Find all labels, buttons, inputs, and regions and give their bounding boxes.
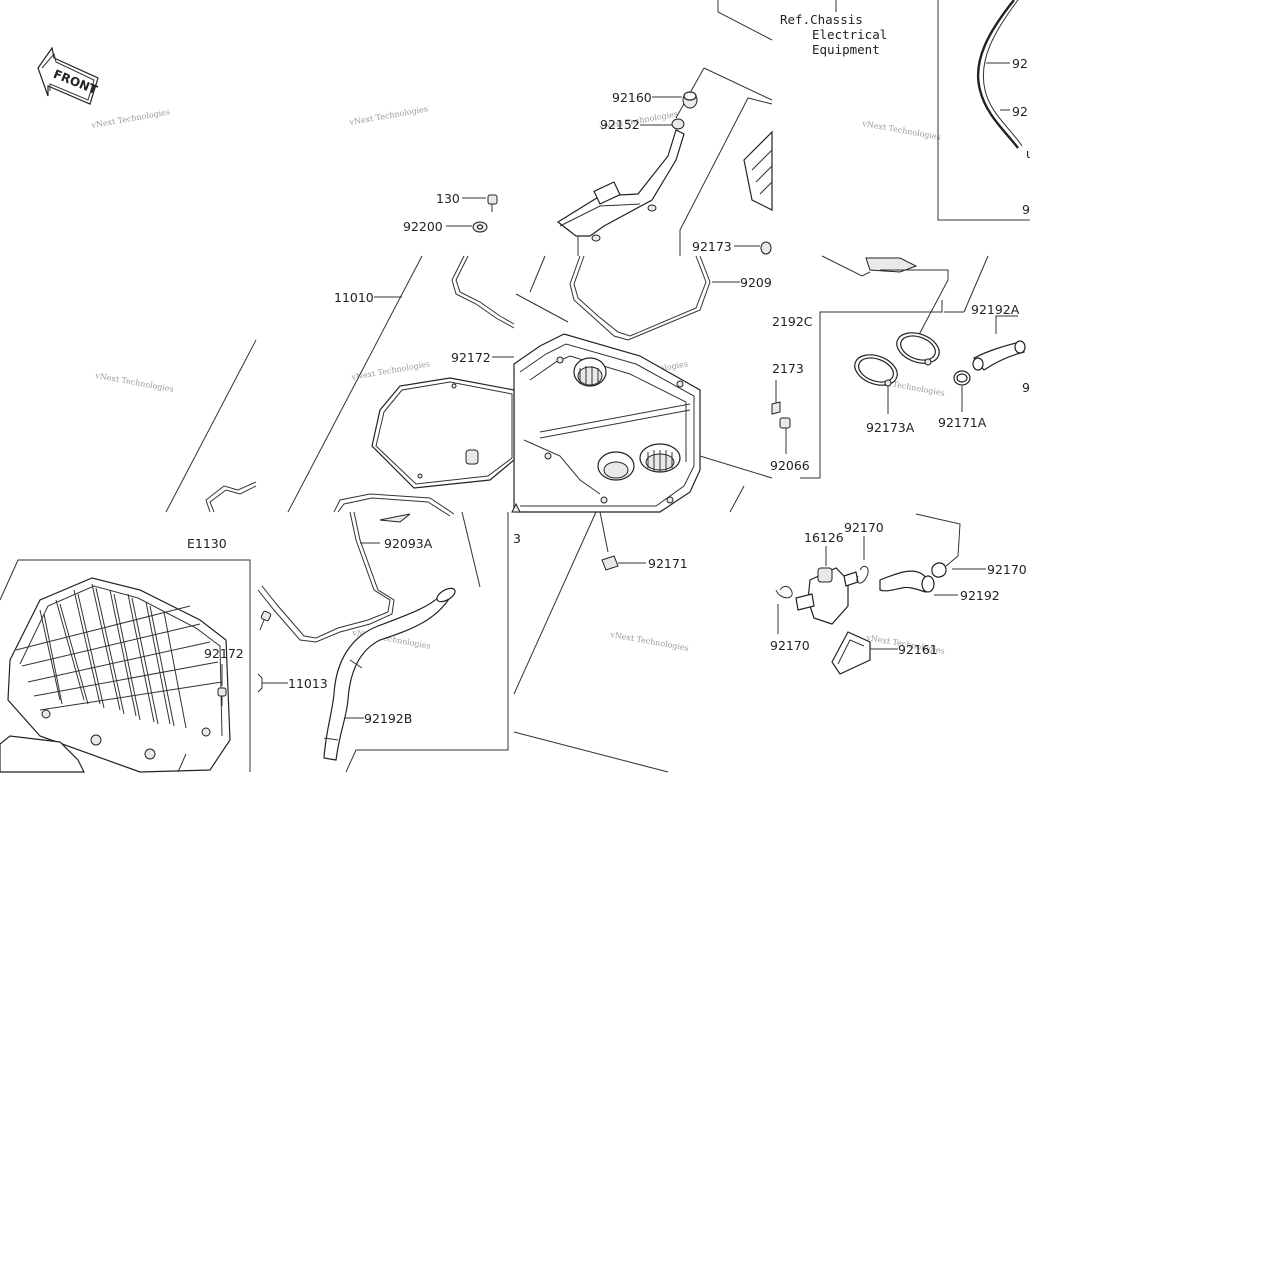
part-label: 92200 — [403, 219, 443, 234]
watermark-text: vNext Technologies — [609, 630, 690, 653]
part-label: 92171 — [648, 556, 688, 571]
clip-92171: 92171 — [599, 511, 688, 571]
watermark-text: vNext Technologies — [348, 104, 429, 127]
part-label: 92152 — [600, 117, 640, 132]
part-label: 11010 — [334, 290, 374, 305]
ref-line-3: Equipment — [812, 42, 880, 57]
part-label: 3 — [513, 531, 521, 546]
part-label: 92172 — [204, 646, 244, 661]
part-label: 92093A — [384, 536, 433, 551]
part-label: 9209 — [740, 275, 772, 290]
part-label: 92173 — [692, 239, 732, 254]
part-label: 2192C — [772, 314, 813, 329]
part-label: 92 — [1012, 56, 1028, 71]
gasket-fragment — [205, 481, 257, 513]
part-label: 92192 — [960, 588, 1000, 603]
clamp-panel: 2192C 2173 92066 — [770, 300, 943, 479]
part-label: 92160 — [612, 90, 652, 105]
valve-assembly: 92170 92192 92170 16126 92170 92161 — [770, 513, 1027, 675]
frame-lines: 11010 — [165, 255, 773, 773]
ref-line-2: Electrical — [812, 27, 887, 42]
throttle-body-partial: 92173 — [692, 130, 773, 255]
cover-11013: 11013 — [257, 610, 328, 693]
part-label: 11013 — [288, 676, 328, 691]
gasket-92093: 9209 — [451, 255, 772, 341]
hose-clamps: 92173A 92171A 92192A 9 — [821, 255, 1030, 435]
part-label: 130 — [436, 191, 460, 206]
hose-92192b: 92192B — [323, 511, 509, 773]
part-label: E1130 — [187, 536, 227, 551]
ref-line-1: Ref.Chassis — [780, 12, 863, 27]
part-label: 92170 — [770, 638, 810, 653]
front-arrow-icon: FRONT — [37, 46, 100, 105]
part-label: 92161 — [898, 642, 938, 657]
part-label: 92192A — [971, 302, 1020, 317]
part-label: 9 — [1022, 380, 1030, 395]
watermark-text: vNext Technologies — [94, 371, 175, 394]
part-label: 92066 — [770, 458, 810, 473]
part-label: 2173 — [772, 361, 804, 376]
part-label: 9 — [1022, 202, 1030, 217]
part-label: 92192B — [364, 711, 412, 726]
part-label: 92172 — [451, 350, 491, 365]
part-label: 92171A — [938, 415, 987, 430]
part-label: 92170 — [987, 562, 1027, 577]
part-label: 92170 — [844, 520, 884, 535]
svg-text:ι: ι — [1026, 146, 1030, 161]
part-label: 92173A — [866, 420, 915, 435]
breather-hose-inset: 92 92 9 ι — [937, 0, 1030, 221]
air-filter-element — [371, 377, 515, 489]
reference-note: Ref.Chassis Electrical Equipment — [717, 0, 887, 57]
watermark-text: vNext Technologies — [861, 119, 942, 142]
watermark-text: vNext Technologies — [90, 107, 171, 130]
bolt-washer: 130 92200 — [403, 191, 498, 234]
gasket-92093a: 92093A E1130 3 — [187, 493, 521, 643]
air-cleaner-housing: 92172 — [451, 333, 701, 513]
bracket-assembly: 92160 92152 — [556, 67, 773, 256]
part-label: 92 — [1012, 104, 1028, 119]
lower-case-inset: 92172 — [0, 559, 251, 773]
part-label: 16126 — [804, 530, 844, 545]
